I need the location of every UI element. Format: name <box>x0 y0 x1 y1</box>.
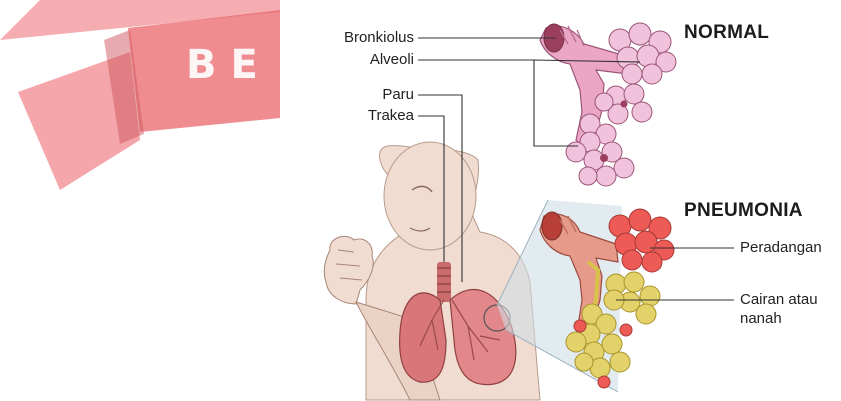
watermark-ribbon <box>0 0 280 190</box>
normal-alveoli <box>540 23 676 186</box>
label-inflammation: Peradangan <box>740 239 822 257</box>
pneumonia-title: PNEUMONIA <box>684 200 803 222</box>
label-trachea: Trakea <box>368 107 414 125</box>
label-alveoli: Alveoli <box>370 51 414 69</box>
watermark-text: BE <box>186 42 272 88</box>
label-lung: Paru <box>382 86 414 104</box>
label-fluid-line2: nanah <box>740 310 782 328</box>
label-bronchiole: Bronkiolus <box>344 29 414 47</box>
label-fluid-line1: Cairan atau <box>740 291 818 309</box>
normal-title: NORMAL <box>684 22 769 44</box>
